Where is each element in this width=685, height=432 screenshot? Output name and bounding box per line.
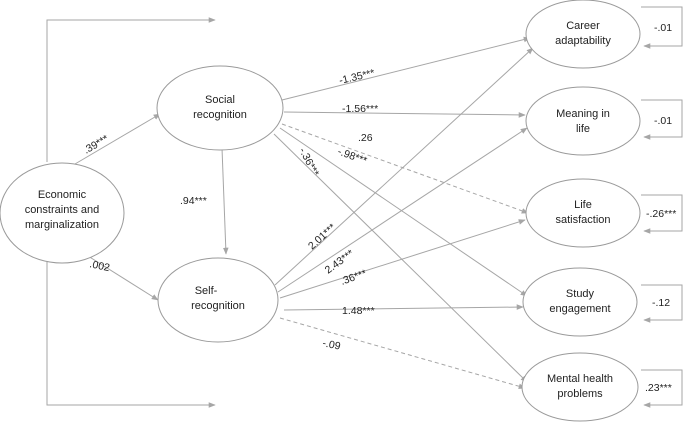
- coef-social-study: -.98***: [336, 146, 369, 168]
- path-self-mental: [279, 317, 526, 389]
- coef-self-career: 2.01***: [306, 221, 338, 252]
- path-econ-social: [74, 113, 161, 165]
- node-label: satisfaction: [555, 214, 610, 226]
- coef-self-study: 1.48***: [342, 305, 375, 317]
- node-label: recognition: [191, 300, 245, 312]
- node-label: recognition: [193, 109, 247, 121]
- path-social-meaning: [283, 111, 526, 118]
- residual-mental: .23***: [645, 382, 672, 394]
- node-study-engagement: Study engagement: [522, 267, 638, 337]
- path-self-study: [283, 304, 524, 311]
- residual-career: -.01: [654, 22, 672, 34]
- node-label: problems: [557, 388, 603, 400]
- node-mental-health-problems: Mental health problems: [521, 352, 639, 422]
- node-label: marginalization: [25, 219, 99, 231]
- node-meaning-in-life: Meaning in life: [525, 86, 641, 156]
- path-social-self: [221, 147, 229, 255]
- node-label: adaptability: [555, 35, 611, 47]
- path-econ-self: [87, 255, 159, 301]
- coef-social-mental: -.36***: [296, 146, 321, 178]
- node-label: Career: [566, 20, 600, 32]
- residual-arrow-career: [641, 6, 683, 49]
- path-self-career: [274, 47, 534, 286]
- residual-study: -.12: [652, 297, 670, 309]
- residual-arrow-meaning: [641, 99, 683, 140]
- coef-self-life: .36***: [339, 267, 368, 287]
- node-social-recognition: Social recognition: [156, 65, 284, 151]
- node-economic-constraints: Economic constraints and marginalization: [0, 162, 125, 264]
- path-self-life: [279, 219, 526, 299]
- coef-econ-self: .002: [88, 258, 111, 274]
- coef-social-career: -1.35***: [338, 67, 376, 87]
- path-social-study: [279, 127, 528, 297]
- node-label: constraints and: [25, 204, 100, 216]
- node-label: engagement: [549, 303, 610, 315]
- path-social-career: [281, 36, 531, 101]
- node-label: Mental health: [547, 373, 613, 385]
- node-label: Self-: [195, 285, 218, 297]
- residual-meaning: -.01: [654, 115, 672, 127]
- node-label: Social: [205, 94, 235, 106]
- node-label: Life: [574, 199, 592, 211]
- coef-self-mental: -.09: [321, 337, 341, 353]
- residual-arrow-study: [641, 284, 683, 323]
- residual-life: -.26***: [646, 208, 676, 220]
- residual-arrow-life: [641, 194, 683, 234]
- coef-social-life: .26: [358, 132, 373, 144]
- frame-top-line: [46, 17, 216, 162]
- coef-econ-social: .39***: [82, 133, 111, 157]
- path-self-meaning: [277, 127, 528, 293]
- node-label: Economic: [38, 189, 87, 201]
- path-social-mental: [273, 133, 528, 383]
- node-label: life: [576, 123, 590, 135]
- node-life-satisfaction: Life satisfaction: [525, 178, 641, 248]
- node-label: Meaning in: [556, 108, 610, 120]
- node-career-adaptability: Career adaptability: [525, 0, 641, 69]
- coef-social-meaning: -1.56***: [342, 103, 378, 115]
- path-social-life: [281, 123, 529, 214]
- node-self-recognition: Self- recognition: [157, 257, 279, 343]
- node-label: Study: [566, 288, 595, 300]
- coef-social-self: .94***: [180, 195, 207, 207]
- frame-bottom-line: [46, 262, 216, 408]
- residual-arrow-mental: [641, 369, 683, 408]
